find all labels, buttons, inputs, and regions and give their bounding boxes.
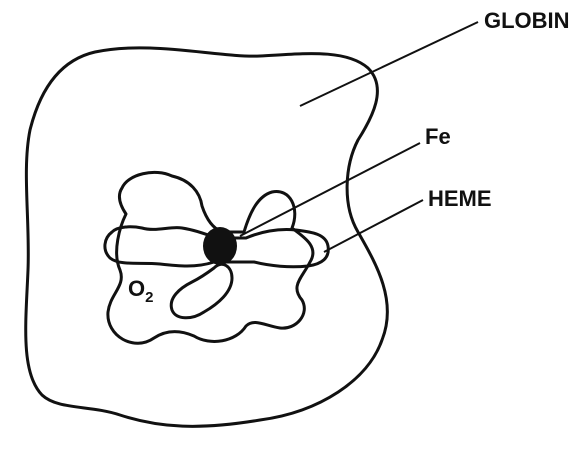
oxygen-label: O2 [128,276,153,306]
iron-label: Fe [425,124,451,149]
heme-leader-line [324,200,423,252]
oxygen-label-base: O [128,276,145,301]
oxygen-molecule [171,264,232,317]
iron-atom [203,227,237,265]
globin-label: GLOBIN [484,8,570,33]
heme-label: HEME [428,186,492,211]
iron-leader-line [240,143,420,236]
globin-leader-line [300,22,478,106]
oxygen-label-subscript: 2 [145,289,153,306]
